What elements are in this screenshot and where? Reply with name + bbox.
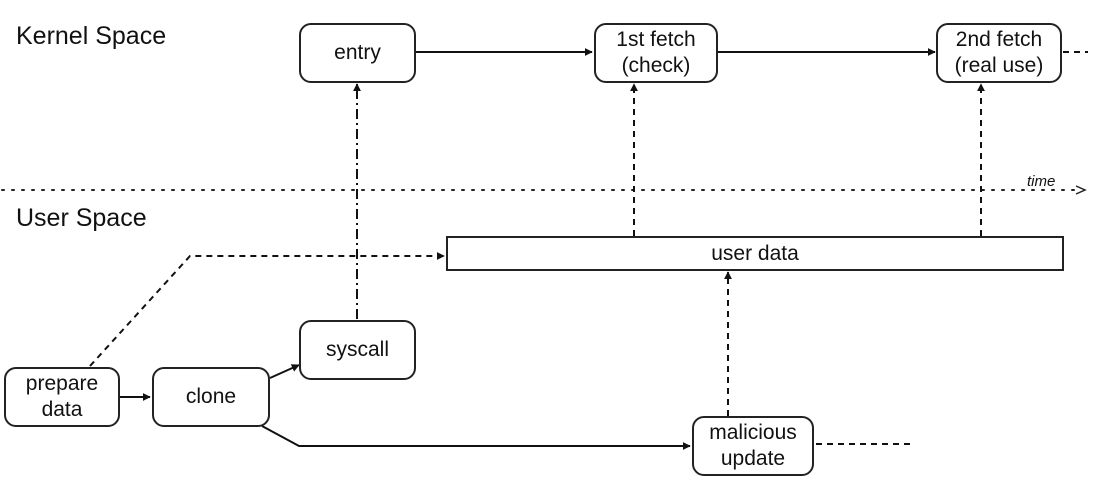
clone-node: clone <box>152 367 270 427</box>
first-fetch-line-1: 1st fetch <box>616 28 696 51</box>
edge-prepare-to-userdata <box>89 252 445 367</box>
prepare-data-line-2: data <box>41 398 83 421</box>
edge-clone-to-malicious <box>261 425 691 450</box>
time-axis-arrowhead <box>1075 185 1087 195</box>
clone-node-label: clone <box>185 385 237 408</box>
syscall-node-label: syscall <box>325 338 389 361</box>
time-axis-label: time <box>1027 173 1056 190</box>
syscall-node: syscall <box>299 320 416 380</box>
first-fetch-node: 1st fetch (check) <box>594 23 718 83</box>
prepare-data-line-1: prepare <box>25 372 99 395</box>
edge-clone-to-syscall <box>269 364 300 379</box>
second-fetch-line-2: (real use) <box>954 54 1044 77</box>
second-fetch-line-1: 2nd fetch <box>955 28 1043 51</box>
second-fetch-node: 2nd fetch (real use) <box>936 23 1062 83</box>
kernel-space-label: Kernel Space <box>16 22 167 50</box>
malicious-update-line-2: update <box>720 447 786 470</box>
first-fetch-line-2: (check) <box>621 54 691 77</box>
prepare-data-node: prepare data <box>4 367 120 427</box>
malicious-update-node: malicious update <box>692 416 814 476</box>
user-space-label: User Space <box>16 204 147 232</box>
entry-node: entry <box>299 23 416 83</box>
entry-node-label: entry <box>334 41 381 64</box>
user-data-label: user data <box>711 241 799 265</box>
user-data-bar: user data <box>446 236 1064 271</box>
malicious-update-line-1: malicious <box>709 421 797 444</box>
